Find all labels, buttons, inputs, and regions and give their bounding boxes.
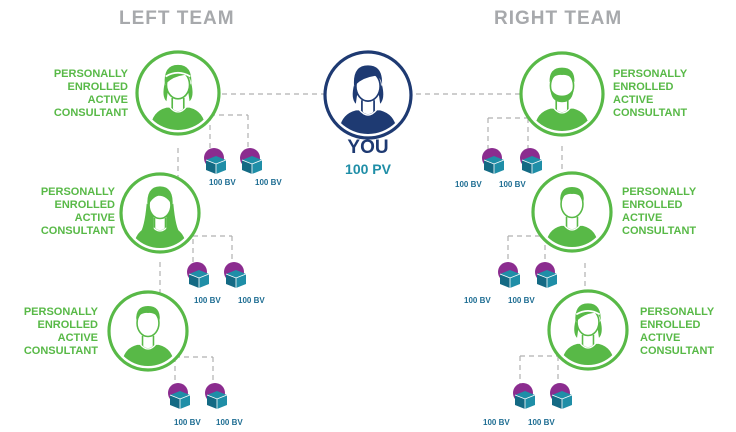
right-1-bv-b: 100 BV [499,180,526,189]
right-3-box-b [551,391,573,409]
left-consultant-2-avatar [119,172,201,254]
left-2-box-b [225,270,247,288]
left-3-bv-a: 100 BV [174,418,201,427]
you-avatar [323,50,413,140]
right-consultant-1-label: PERSONALLY ENROLLED ACTIVE CONSULTANT [613,68,688,119]
right-3-bv-b: 100 BV [528,418,555,427]
left-3-box-a [169,391,191,409]
left-team-heading: LEFT TEAM [119,8,235,29]
left-2-box-a [188,270,210,288]
left-1-box-a [205,156,227,174]
right-1-bv-a: 100 BV [455,180,482,189]
right-consultant-2-avatar [531,171,613,253]
left-consultant-1-label: PERSONALLY ENROLLED ACTIVE CONSULTANT [53,68,128,119]
right-consultant-1-avatar [519,51,605,137]
right-3-bv-a: 100 BV [483,418,510,427]
left-consultant-1-avatar [135,50,221,136]
left-consultant-3-avatar [107,290,189,372]
left-2-bv-a: 100 BV [194,296,221,305]
right-2-box-a [499,270,521,288]
left-3-box-b [206,391,228,409]
right-consultant-3-avatar [547,289,629,371]
right-3-box-a [514,391,536,409]
you-title: YOU [347,137,389,158]
left-2-bv-b: 100 BV [238,296,265,305]
left-1-bv-b: 100 BV [255,178,282,187]
left-1-box-b [241,156,263,174]
right-1-box-a [483,156,505,174]
right-consultant-3-label: PERSONALLY ENROLLED ACTIVE CONSULTANT [640,306,715,357]
right-2-bv-b: 100 BV [508,296,535,305]
right-consultant-2-label: PERSONALLY ENROLLED ACTIVE CONSULTANT [622,186,697,237]
you-pv: 100 PV [345,161,391,177]
right-team-heading: RIGHT TEAM [494,8,623,29]
right-2-bv-a: 100 BV [464,296,491,305]
left-consultant-2-label: PERSONALLY ENROLLED ACTIVE CONSULTANT [40,186,115,237]
left-consultant-3-label: PERSONALLY ENROLLED ACTIVE CONSULTANT [23,306,98,357]
left-1-bv-a: 100 BV [209,178,236,187]
left-3-bv-b: 100 BV [216,418,243,427]
right-2-box-b [536,270,558,288]
right-1-box-b [521,156,543,174]
